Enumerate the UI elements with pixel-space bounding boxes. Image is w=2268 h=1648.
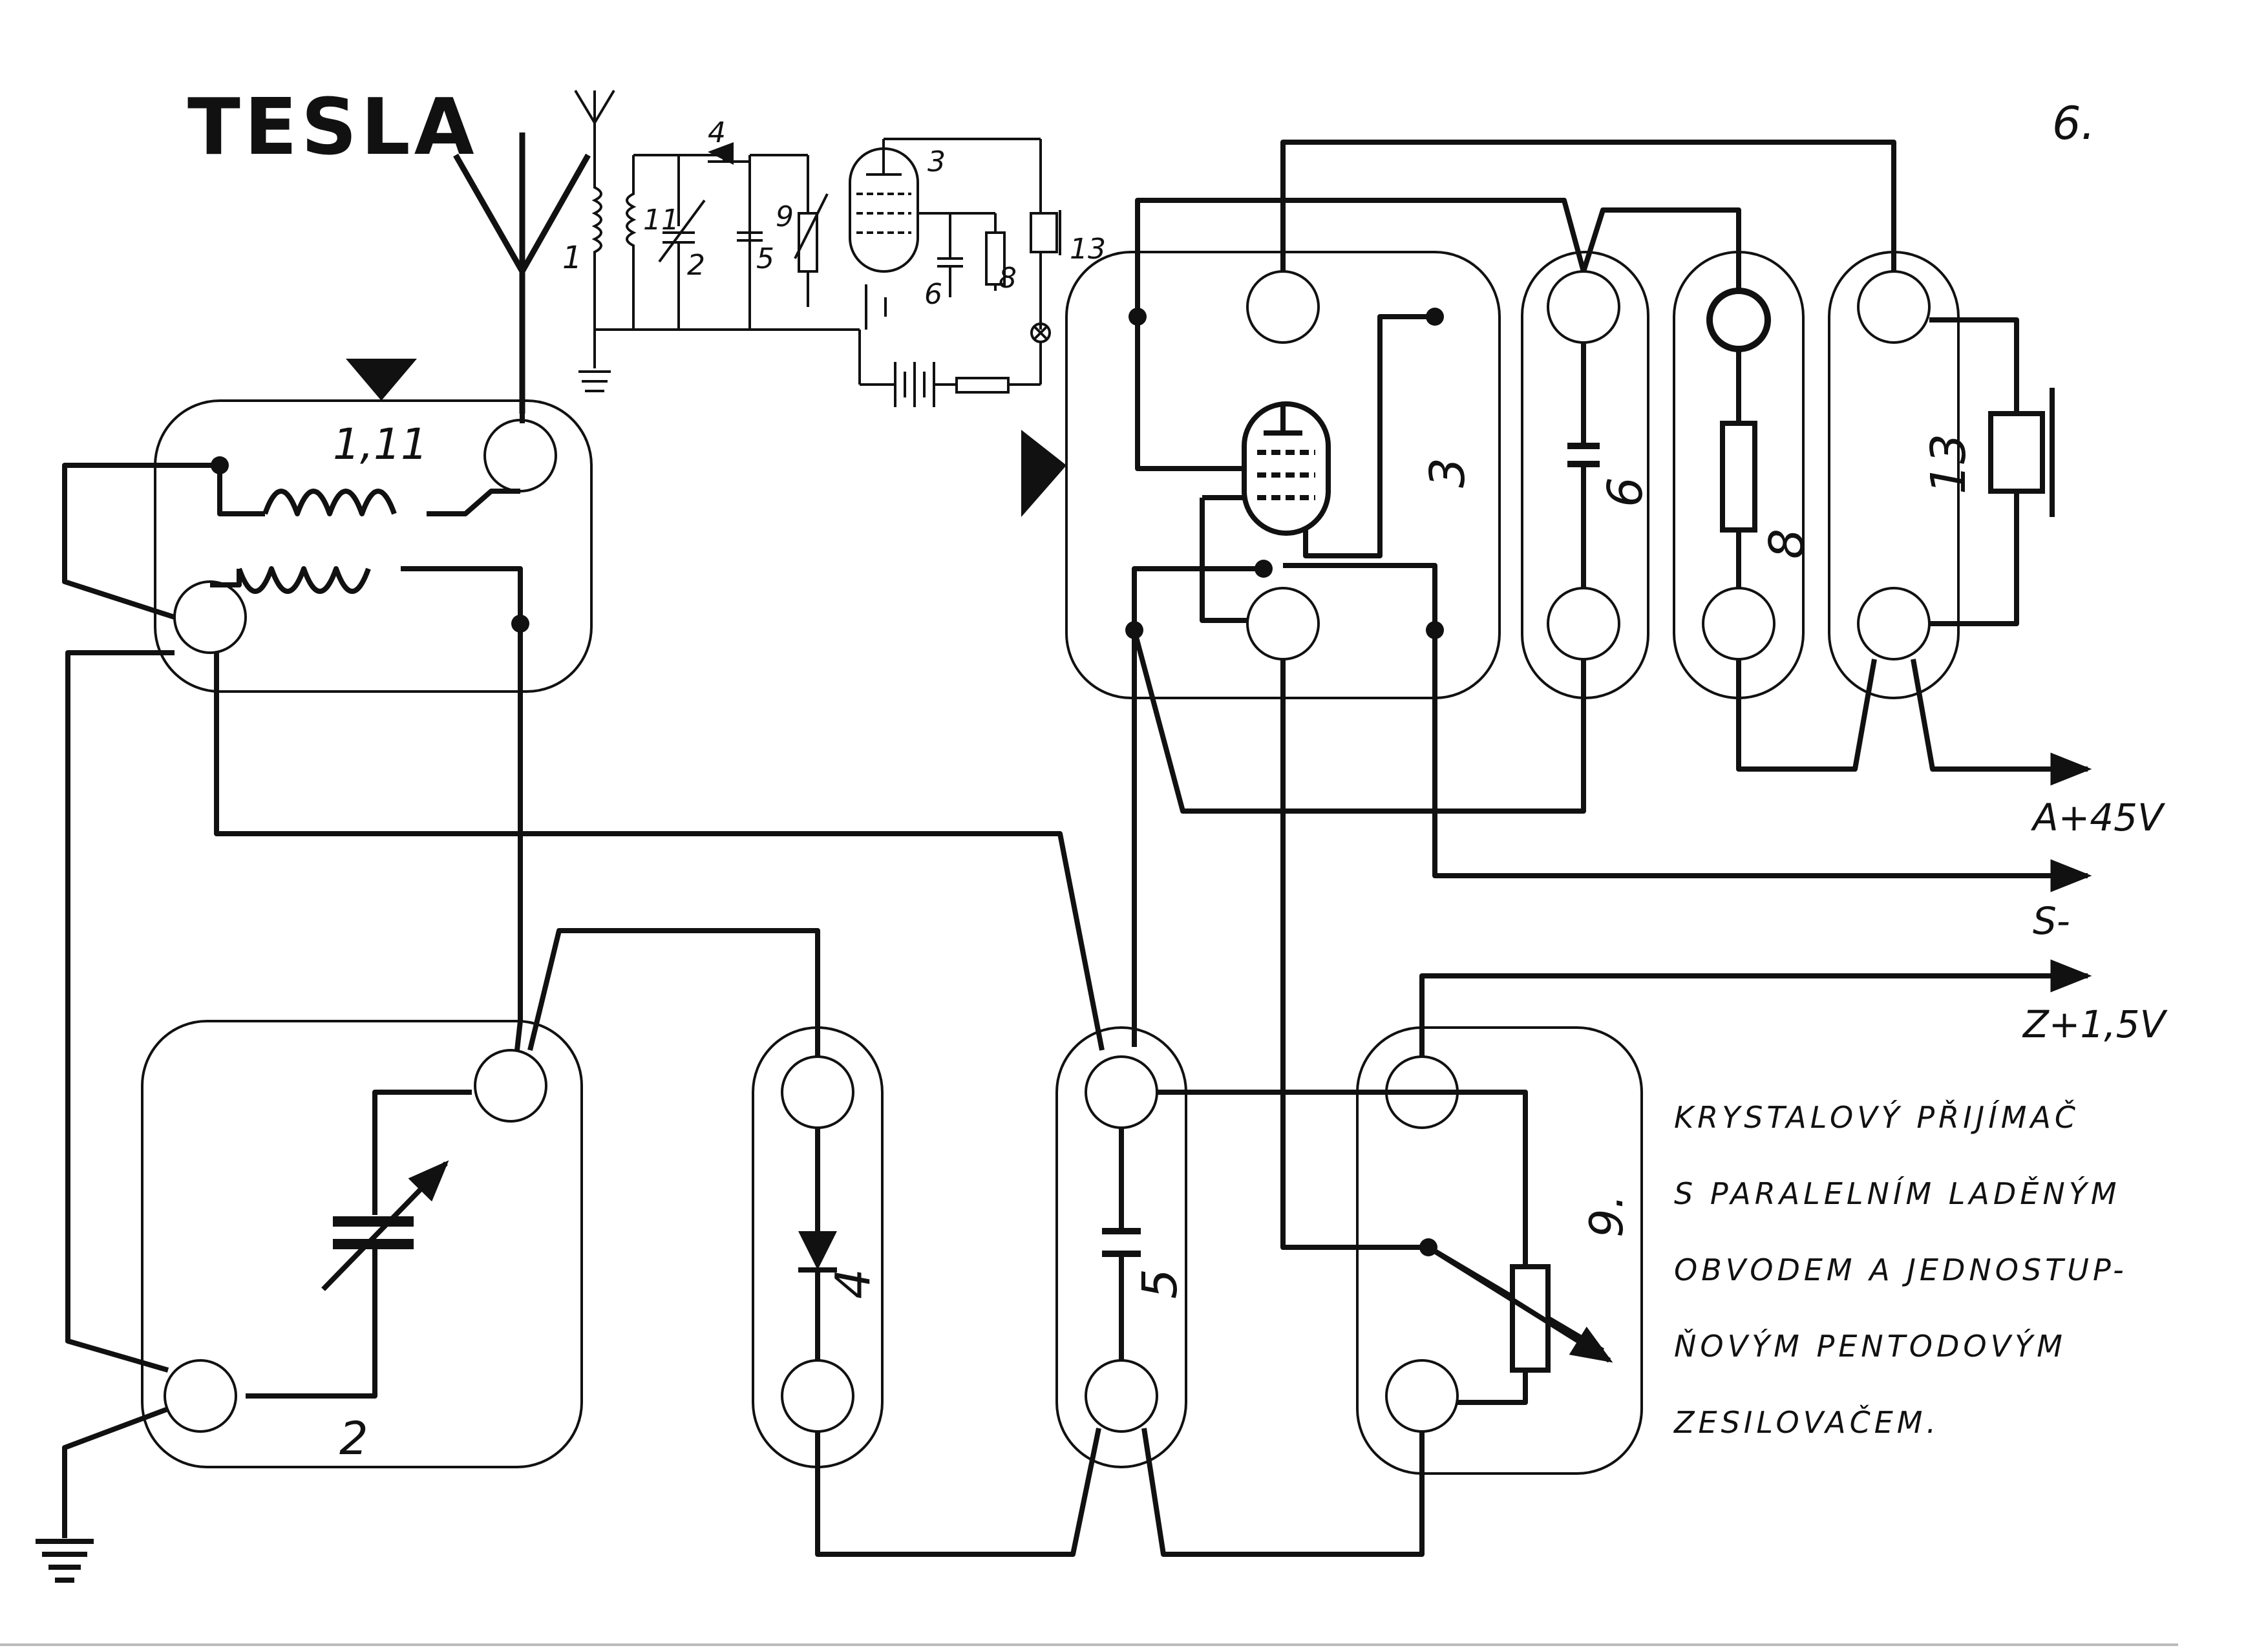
- label-cap-6: 6: [924, 278, 942, 311]
- diode-symbol-mini: [708, 142, 734, 165]
- panel-label-4: 4: [825, 1269, 881, 1299]
- panel-label-8: 8: [1759, 529, 1815, 559]
- panel-label-3: 3: [1420, 458, 1476, 488]
- panel-label-2: 2: [339, 1412, 368, 1465]
- resistor-8-symbol: [1720, 421, 1757, 533]
- label-cap-2: 2: [687, 249, 705, 282]
- diode-symbol: [798, 1231, 837, 1270]
- lamp-symbol: [1706, 288, 1771, 352]
- panel-tuning-2: [141, 1020, 583, 1468]
- label-res-8: 8: [999, 262, 1017, 295]
- description-text: KRYSTALOVÝ PŘIJÍMAČ S PARALELNÍM LADĚNÝM…: [1674, 1079, 2204, 1461]
- headphone-13-symbol: [1988, 411, 2045, 494]
- label-cap-5: 5: [756, 242, 774, 275]
- terminal-label-heater: Z+1,5V: [2022, 1002, 2168, 1046]
- panel-label-5: 5: [1132, 1269, 1188, 1299]
- panel-label-9: 9.: [1580, 1194, 1633, 1238]
- triangle-marker-tube: [1021, 430, 1066, 517]
- terminal-label-anode: A+45V: [2030, 796, 2166, 840]
- label-tube-3: 3: [927, 145, 946, 178]
- panel-cap-5: [1055, 1026, 1187, 1468]
- panel-label-6: 6: [1598, 477, 1653, 507]
- ground-symbol: [36, 1539, 94, 1583]
- description-line: KRYSTALOVÝ PŘIJÍMAČ: [1674, 1100, 2080, 1135]
- tesla-logo: TESLA: [187, 83, 478, 173]
- label-coil-11: 11: [643, 204, 679, 237]
- description-line: ZESILOVAČEM.: [1674, 1405, 1940, 1440]
- description-line: S PARALELNÍM LADĚNÝM: [1674, 1176, 2121, 1211]
- pot-wiper-arrow: [1426, 1245, 1613, 1363]
- sheet-number: 6.: [2052, 97, 2095, 150]
- pentode-tube-symbol: [1242, 401, 1331, 536]
- antenna-symbol: [453, 132, 591, 414]
- junction-dots: [211, 308, 1444, 1256]
- panel-pot-9: [1356, 1026, 1643, 1475]
- terminal-sockets: [164, 270, 1931, 1433]
- tuning-arrow: [321, 1160, 449, 1291]
- mini-schematic: [574, 89, 1061, 407]
- panel-coil-1-11: [154, 399, 593, 693]
- triangle-marker-coil: [346, 359, 417, 401]
- panel-label-13: 13: [1921, 434, 1977, 494]
- label-diode-4: 4: [708, 116, 726, 149]
- description-line: ŇOVÝM PENTODOVÝM: [1674, 1329, 2066, 1364]
- panel-label-1-11: 1,11: [333, 419, 428, 469]
- terminal-label-screen: S-: [2033, 899, 2070, 943]
- label-pot-9: 9: [776, 200, 794, 233]
- wiring: [62, 140, 2055, 1557]
- label-coil-1: 1: [562, 240, 582, 276]
- description-line: OBVODEM A JEDNOSTUP-: [1674, 1252, 2128, 1287]
